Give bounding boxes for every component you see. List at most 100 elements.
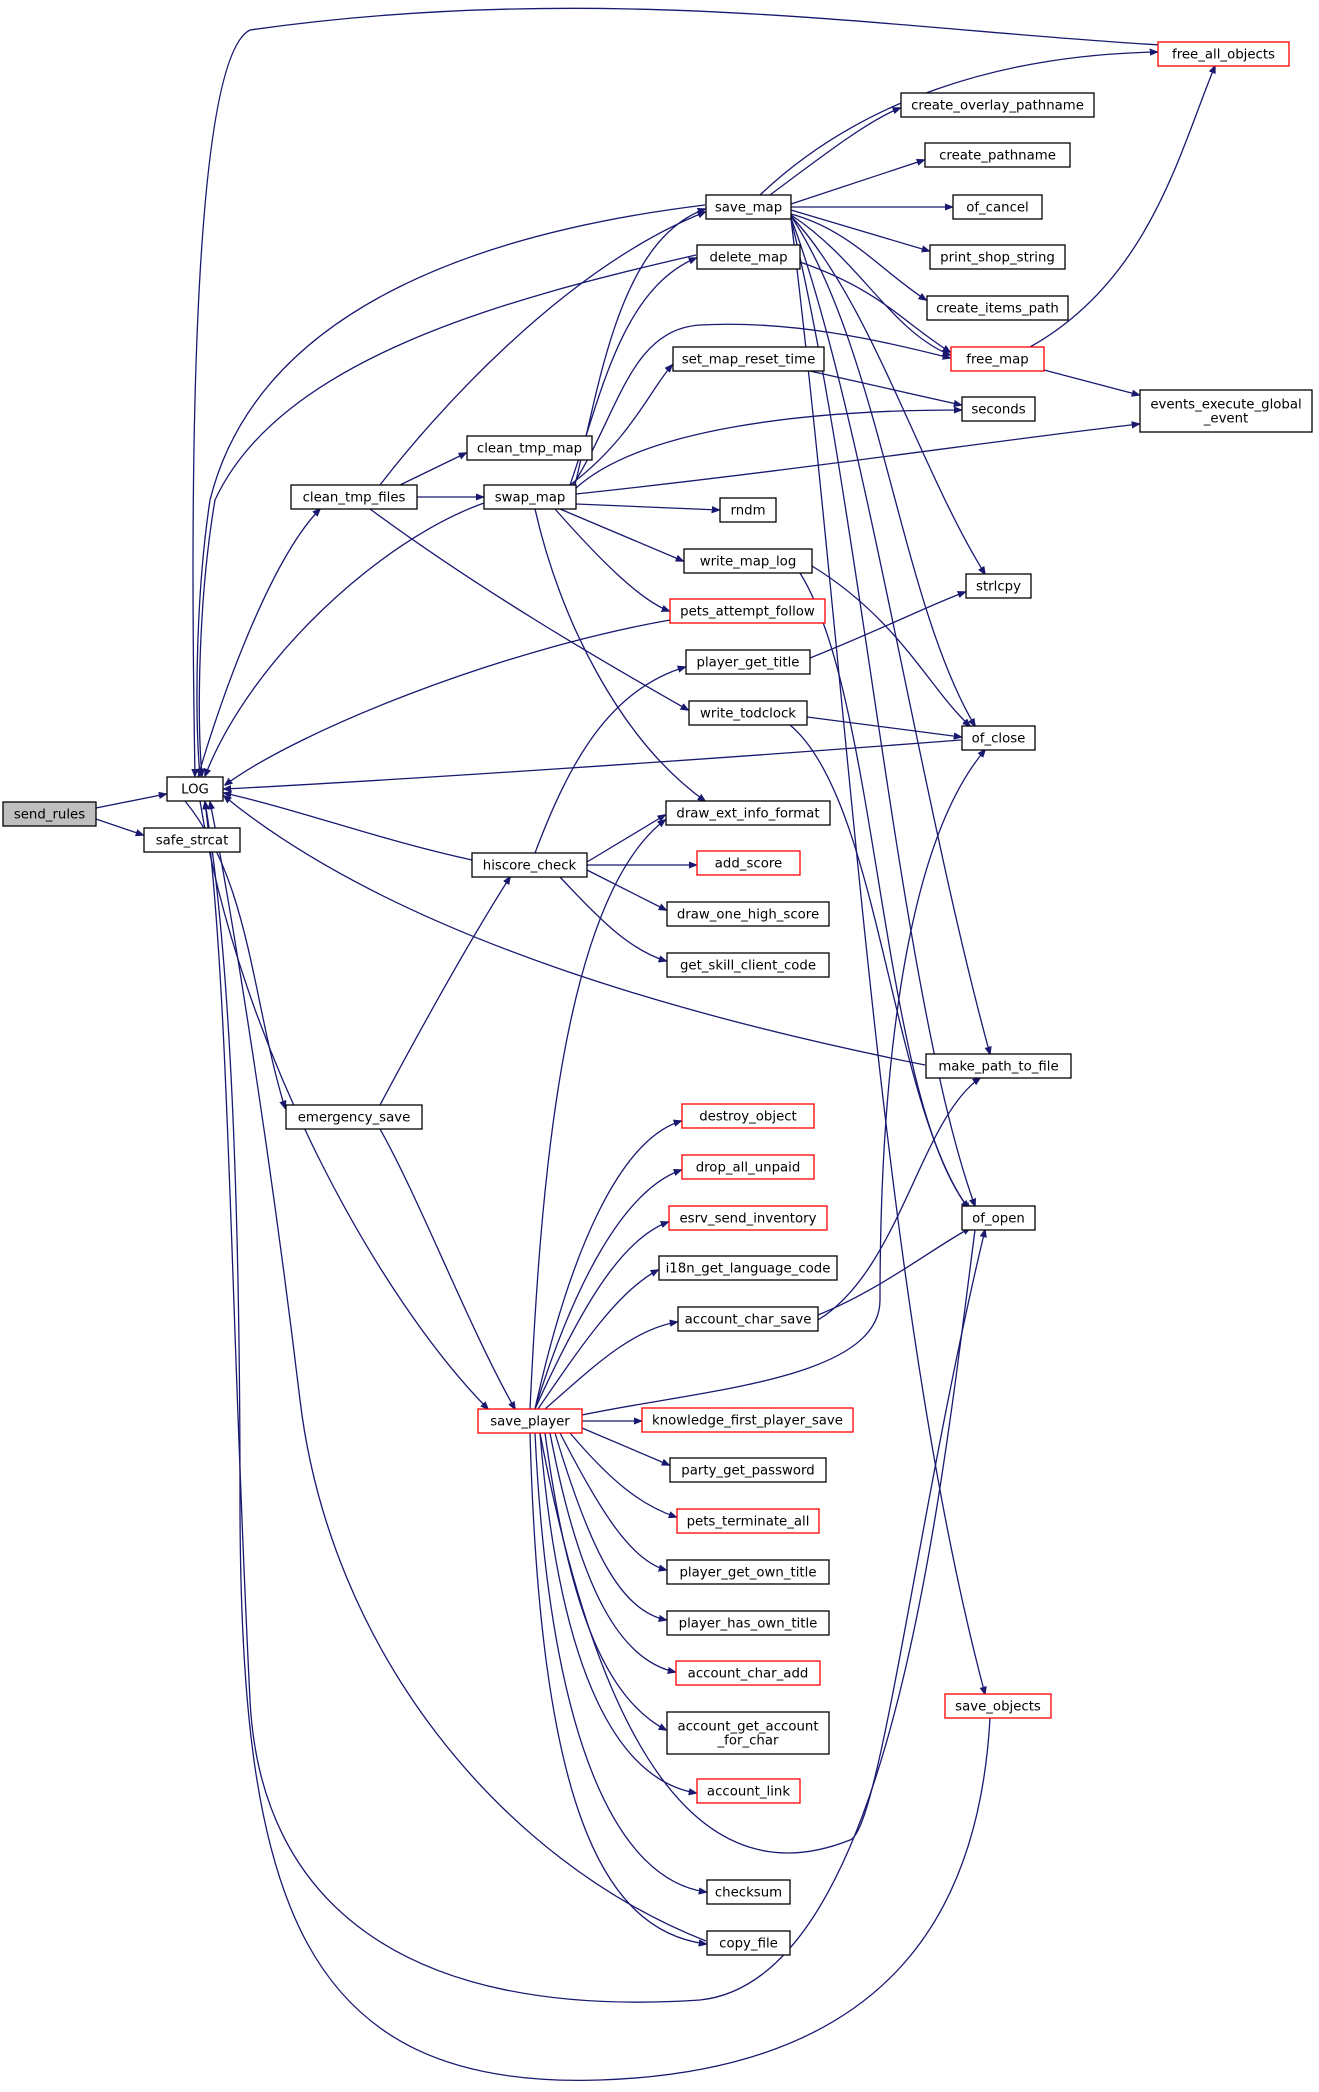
- edge-swap_map-to-events_execute_global_event: [575, 424, 1139, 495]
- node-box: [961, 725, 1036, 751]
- node-safe-strcat[interactable]: safe_strcat: [143, 827, 241, 853]
- node-box: [681, 1103, 815, 1129]
- node-i18n-get-language-code[interactable]: i18n_get_language_code: [658, 1255, 838, 1281]
- node-box: [706, 1930, 791, 1956]
- node-of-cancel[interactable]: of_cancel: [952, 194, 1043, 220]
- edge-save_player-to-checksum: [534, 1432, 706, 1892]
- edge-save_player-to-account_get_account_for_char: [544, 1432, 666, 1730]
- node-label-line: account_link: [707, 1785, 790, 1800]
- node-label: send_rules: [14, 808, 85, 823]
- node-set-map-reset-time[interactable]: set_map_reset_time: [672, 346, 825, 372]
- node-box: [665, 800, 831, 826]
- node-box: [466, 435, 593, 461]
- node-box: [925, 1053, 1072, 1079]
- node-label-line: destroy_object: [699, 1110, 797, 1125]
- node-free-all-objects[interactable]: free_all_objects: [1157, 41, 1290, 67]
- node-pets-terminate-all[interactable]: pets_terminate_all: [676, 1508, 820, 1534]
- node-party-get-password[interactable]: party_get_password: [669, 1457, 827, 1483]
- node-write-map-log[interactable]: write_map_log: [683, 548, 813, 574]
- node-create-overlay-pathname[interactable]: create_overlay_pathname: [900, 92, 1095, 118]
- node-drop-all-unpaid[interactable]: drop_all_unpaid: [681, 1154, 815, 1180]
- node-save-objects[interactable]: save_objects: [944, 1693, 1052, 1719]
- node-hiscore-check[interactable]: hiscore_check: [471, 852, 588, 878]
- node-box: [666, 1711, 830, 1755]
- node-label-line: player_get_own_title: [679, 1566, 816, 1581]
- node-label: set_map_reset_time: [682, 353, 816, 368]
- node-box: [961, 1205, 1036, 1231]
- node-pets-attempt-follow[interactable]: pets_attempt_follow: [669, 598, 826, 624]
- node-box: [471, 852, 588, 878]
- node-destroy-object[interactable]: destroy_object: [681, 1103, 815, 1129]
- node-label: of_close: [972, 732, 1026, 747]
- node-create-pathname[interactable]: create_pathname: [924, 142, 1071, 168]
- edge-hiscore_check-to-get_skill_client_code: [559, 876, 666, 961]
- node-copy-file[interactable]: copy_file: [706, 1930, 791, 1956]
- node-label-line: draw_ext_info_format: [676, 807, 819, 822]
- node-player-has-own-title[interactable]: player_has_own_title: [666, 1610, 830, 1636]
- node-save-map[interactable]: save_map: [705, 194, 792, 220]
- node-box: [668, 1205, 828, 1231]
- node-clean-tmp-map[interactable]: clean_tmp_map: [466, 435, 593, 461]
- node-get-skill-client-code[interactable]: get_skill_client_code: [666, 952, 830, 978]
- edge-save_map-to-create_items_path: [790, 213, 926, 300]
- node-account-char-save[interactable]: account_char_save: [677, 1306, 819, 1332]
- node-draw-ext-info-format[interactable]: draw_ext_info_format: [665, 800, 831, 826]
- node-account-get-account-for-char[interactable]: account_get_account_for_char: [666, 1711, 830, 1755]
- node-label-line: get_skill_client_code: [680, 959, 816, 974]
- node-of-open[interactable]: of_open: [961, 1205, 1036, 1231]
- node-label: print_shop_string: [940, 251, 1055, 266]
- node-esrv-send-inventory[interactable]: esrv_send_inventory: [668, 1205, 828, 1231]
- node-create-items-path[interactable]: create_items_path: [926, 295, 1069, 321]
- node-account-char-add[interactable]: account_char_add: [675, 1660, 821, 1686]
- node-box: [685, 649, 811, 675]
- node-save-player[interactable]: save_player: [477, 1408, 583, 1434]
- node-label: hiscore_check: [483, 859, 577, 874]
- node-label-line: write_todclock: [700, 707, 796, 722]
- node-label-line: save_player: [490, 1415, 570, 1430]
- nodes-layer: send_rulesLOGsafe_strcatclean_tmp_filese…: [2, 41, 1313, 1956]
- node-box: [672, 346, 825, 372]
- node-label-line: strlcpy: [976, 580, 1021, 595]
- node-label: draw_ext_info_format: [676, 807, 819, 822]
- node-account-link[interactable]: account_link: [696, 1778, 801, 1804]
- node-write-todclock[interactable]: write_todclock: [688, 700, 808, 726]
- node-emergency-save[interactable]: emergency_save: [285, 1104, 423, 1130]
- node-send-rules[interactable]: send_rules: [2, 801, 97, 827]
- node-box: [681, 1154, 815, 1180]
- node-events-execute-global-event[interactable]: events_execute_global_event: [1139, 389, 1313, 433]
- node-box: [285, 1104, 423, 1130]
- node-strlcpy[interactable]: strlcpy: [965, 573, 1032, 599]
- node-add-score[interactable]: add_score: [696, 850, 801, 876]
- node-label-line: draw_one_high_score: [677, 908, 819, 923]
- node-box: [965, 573, 1032, 599]
- node-box: [952, 194, 1043, 220]
- node-free-map[interactable]: free_map: [950, 346, 1045, 372]
- node-draw-one-high-score[interactable]: draw_one_high_score: [666, 901, 830, 927]
- node-label: events_execute_global_event: [1150, 398, 1301, 427]
- edge-save_player-to-draw_ext_info_format: [529, 820, 665, 1410]
- edge-swap_map-to-LOG: [205, 502, 485, 776]
- node-make-path-to-file[interactable]: make_path_to_file: [925, 1053, 1072, 1079]
- edge-player_get_title-to-strlcpy: [809, 592, 965, 659]
- node-label: create_items_path: [936, 302, 1059, 317]
- node-checksum[interactable]: checksum: [706, 1879, 791, 1905]
- node-label: account_char_add: [688, 1667, 809, 1682]
- node-of-close[interactable]: of_close: [961, 725, 1036, 751]
- node-clean-tmp-files[interactable]: clean_tmp_files: [290, 484, 418, 510]
- edge-hiscore_check-to-LOG: [224, 793, 473, 861]
- node-swap-map[interactable]: swap_map: [483, 484, 577, 510]
- node-delete-map[interactable]: delete_map: [696, 244, 801, 270]
- node-print-shop-string[interactable]: print_shop_string: [929, 244, 1066, 270]
- node-player-get-own-title[interactable]: player_get_own_title: [666, 1559, 830, 1585]
- edge-free_all_objects-to-LOG: [193, 7, 1161, 776]
- node-knowledge-first-player-save[interactable]: knowledge_first_player_save: [641, 1407, 854, 1433]
- node-label: create_overlay_pathname: [911, 99, 1084, 114]
- node-LOG[interactable]: LOG: [166, 776, 224, 802]
- node-box: [658, 1255, 838, 1281]
- node-player-get-title[interactable]: player_get_title: [685, 649, 811, 675]
- node-box: [924, 142, 1071, 168]
- edge-save_player-to-player_has_own_title: [554, 1432, 666, 1620]
- node-label-line: pets_terminate_all: [687, 1515, 810, 1530]
- node-seconds[interactable]: seconds: [961, 396, 1036, 422]
- node-rndm[interactable]: rndm: [719, 497, 777, 523]
